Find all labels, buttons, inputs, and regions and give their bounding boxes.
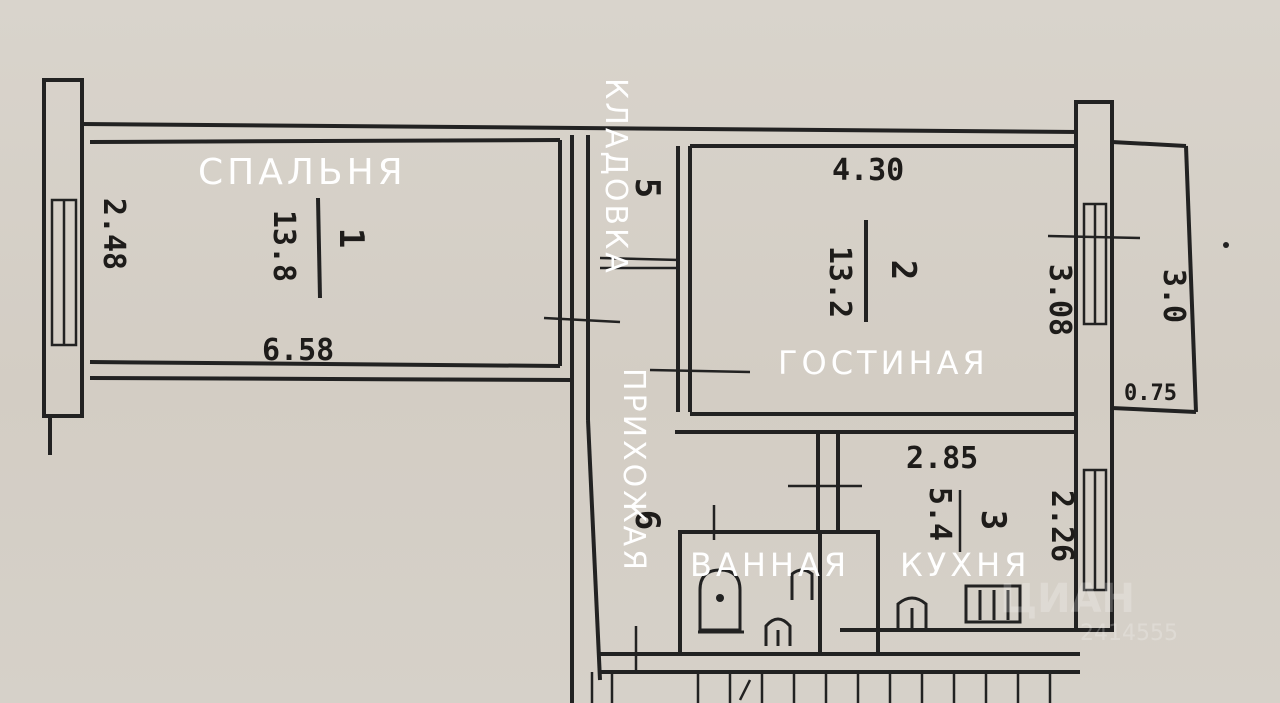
balcony-bottom xyxy=(1111,406,1197,414)
toilet-icon xyxy=(790,568,814,600)
balcony-top xyxy=(1111,140,1187,148)
balcony-right xyxy=(1184,145,1198,413)
stair-arrow xyxy=(738,679,752,701)
living-door xyxy=(649,368,751,374)
walls xyxy=(42,78,1198,703)
pantry-door xyxy=(599,256,681,262)
balcony-length-label: 3.0 xyxy=(1156,269,1191,323)
bathtub-drain-icon xyxy=(716,594,724,602)
bathtub-icon xyxy=(698,568,742,632)
living-length-label: 4.30 xyxy=(832,153,904,188)
bedroom-length-label: 6.58 xyxy=(262,333,334,368)
bedroom-label: СПАЛЬНЯ xyxy=(198,152,407,193)
left-exterior-wall xyxy=(42,78,84,418)
fixtures xyxy=(316,197,1229,646)
living-width-label: 3.08 xyxy=(1042,264,1077,336)
hallway-right-wall xyxy=(586,419,602,681)
top-wall-outer xyxy=(81,122,1079,134)
bedroom-bottom-wall xyxy=(89,360,561,368)
pantry-label: КЛАДОВКА xyxy=(598,78,633,276)
pantry-number: 5 xyxy=(627,178,667,198)
hallway-label: ПРИХОЖАЯ xyxy=(616,368,651,573)
living-area-label: 13.2 xyxy=(822,246,857,318)
kitchen-area-label: 5.4 xyxy=(922,487,957,541)
area-divider-bedroom xyxy=(316,197,322,299)
kitchen-width-label: 2.26 xyxy=(1044,490,1079,562)
top-wall-inner xyxy=(89,138,561,144)
watermark-brand: ЦИАН xyxy=(1000,576,1135,622)
bedroom-bottom-wall-outer xyxy=(89,376,573,382)
bedroom-number: 1 xyxy=(331,228,371,248)
bedroom-width-label: 2.48 xyxy=(96,198,131,270)
balcony-width-label: 0.75 xyxy=(1124,381,1177,406)
stair-treads xyxy=(590,672,1052,703)
living-window-sill xyxy=(1047,234,1141,240)
kitchen-sink-icon xyxy=(896,596,928,628)
mark-dot xyxy=(1223,242,1229,248)
stove-icon xyxy=(964,584,1022,624)
bathroom-label: ВАННАЯ xyxy=(690,546,850,584)
kitchen-number: 3 xyxy=(973,510,1013,530)
bedroom-area-label: 13.8 xyxy=(266,210,301,282)
hallway-number: 6 xyxy=(627,510,667,530)
watermark-id: 2414555 xyxy=(1080,621,1178,646)
living-label: ГОСТИНАЯ xyxy=(778,344,989,382)
kitchen-length-label: 2.85 xyxy=(906,441,978,476)
kitchen-label: КУХНЯ xyxy=(900,546,1030,584)
washbasin-icon xyxy=(764,617,792,646)
living-number: 2 xyxy=(883,260,923,280)
bedroom-door-jamb xyxy=(543,316,621,324)
